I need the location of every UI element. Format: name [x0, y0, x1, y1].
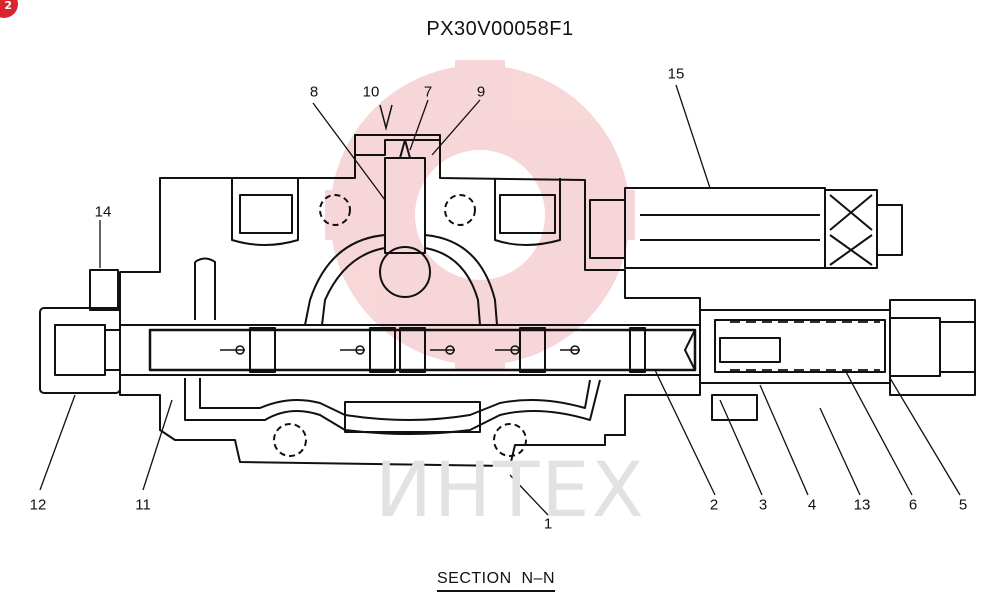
- callout-10-arrow: [379, 104, 393, 131]
- callout-13: 13: [853, 496, 871, 514]
- solenoid: [624, 187, 826, 269]
- callout-15: 15: [667, 65, 685, 83]
- callout-6: 6: [908, 496, 918, 514]
- upper-port-left: [231, 178, 299, 246]
- callout-2: 2: [709, 496, 719, 514]
- left-fitting: [89, 269, 119, 311]
- passage-right: [424, 234, 498, 326]
- left-end-plug: [39, 307, 121, 394]
- callout-1: 1: [543, 515, 553, 533]
- leader-lines: [39, 84, 961, 516]
- passage-left: [304, 234, 386, 326]
- callout-11: 11: [135, 496, 151, 514]
- drawing-code: PX30V00058F1: [426, 18, 574, 40]
- watermark-text: ИНТЕХ: [375, 445, 646, 534]
- spool-bore: [120, 324, 700, 376]
- callout-3: 3: [758, 496, 768, 514]
- callout-8: 8: [309, 83, 319, 101]
- upper-port-right: [494, 178, 561, 246]
- callout-4: 4: [807, 496, 817, 514]
- top-cap: [354, 134, 441, 178]
- callout-10: 10: [362, 83, 380, 101]
- section-title: SECTION N–N: [437, 570, 556, 592]
- callout-12: 12: [29, 496, 47, 514]
- callout-7: 7: [423, 83, 433, 101]
- spool: [148, 328, 697, 372]
- lower-passage: [184, 378, 601, 435]
- callout-5: 5: [958, 496, 968, 514]
- poppet: [384, 157, 426, 254]
- corner-badge: 2: [0, 0, 18, 18]
- callout-9: 9: [476, 83, 486, 101]
- callout-14: 14: [94, 203, 112, 221]
